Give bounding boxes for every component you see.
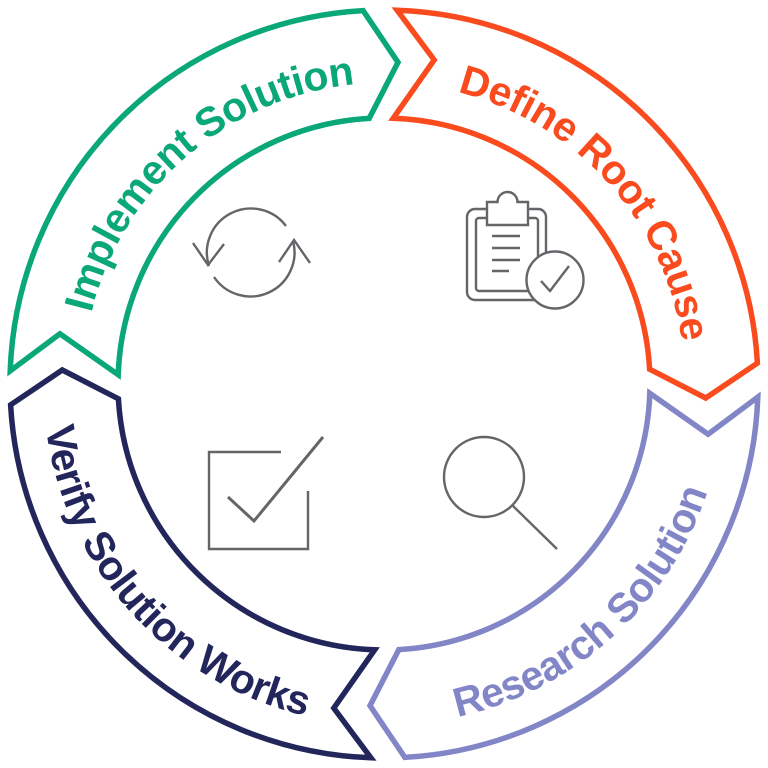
magnifier-lens xyxy=(442,435,526,519)
clipboard-clip xyxy=(485,190,530,227)
arrow-band-implement-solution xyxy=(7,7,402,380)
circle-checkmark xyxy=(540,265,570,293)
arrow-band-research-solution xyxy=(366,388,761,761)
arrow-band-verify-solution-works xyxy=(7,366,380,761)
segment-research-solution: Research Solution xyxy=(366,388,761,761)
check-circle xyxy=(525,250,585,310)
magnifier-handle xyxy=(511,504,558,550)
refresh-right-arrowhead xyxy=(278,237,311,264)
refresh-bottom-arc xyxy=(213,240,296,298)
checkbox-check-icon xyxy=(207,436,325,551)
refresh-top-arc xyxy=(205,207,287,267)
refresh-icon xyxy=(192,207,311,298)
checkbox-checkmark xyxy=(226,436,325,524)
search-icon xyxy=(442,435,558,550)
checkbox-square xyxy=(207,450,310,551)
segment-define-root-cause: Define Root Cause xyxy=(388,7,761,402)
refresh-left-arrowhead xyxy=(192,242,225,268)
clipboard-text-lines xyxy=(492,234,520,273)
arrow-band-define-root-cause xyxy=(388,7,761,402)
segment-implement-solution: Implement Solution xyxy=(7,7,402,380)
clipboard-check-icon xyxy=(465,190,585,310)
segment-verify-solution-works: Verify Solution Works xyxy=(7,366,380,761)
